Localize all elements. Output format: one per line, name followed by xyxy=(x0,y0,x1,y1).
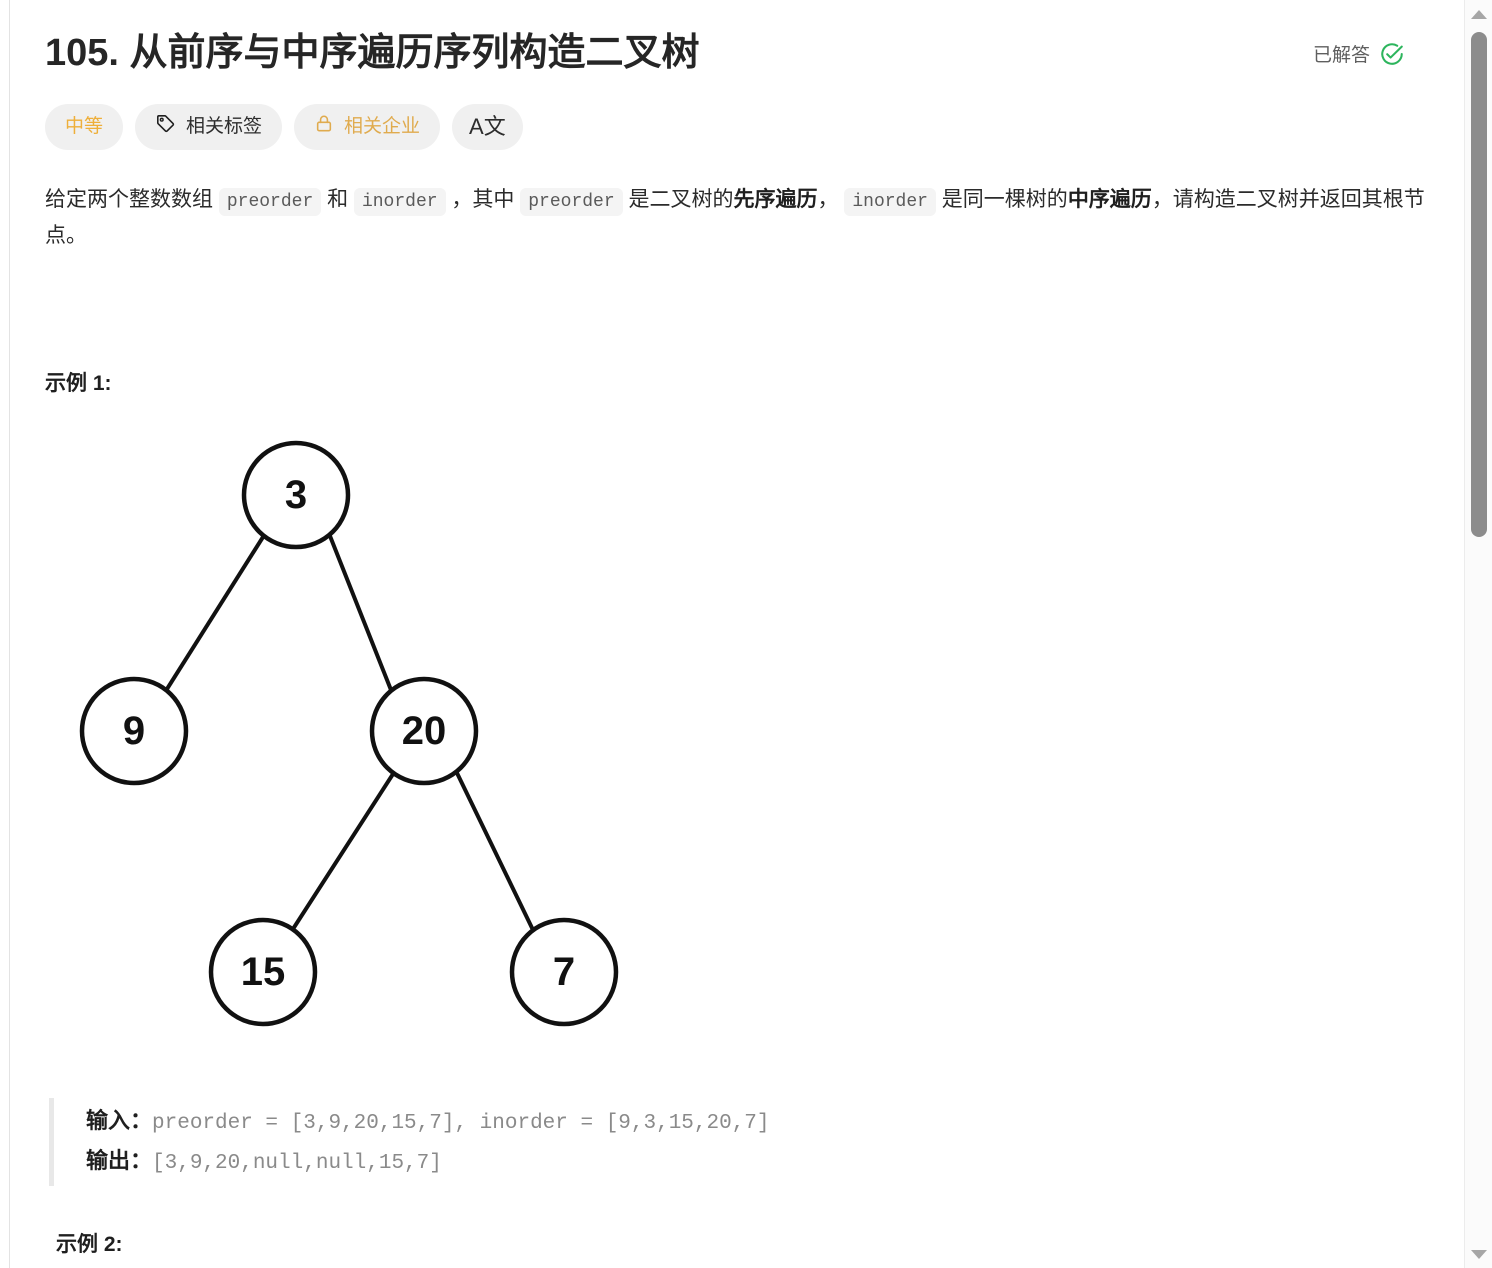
left-divider-rail xyxy=(0,0,10,1268)
scroll-down-arrow-icon[interactable] xyxy=(1465,1242,1492,1266)
scroll-up-arrow-icon[interactable] xyxy=(1465,2,1492,26)
example-1-input-line: 输入：preorder = [3,9,20,15,7], inorder = [… xyxy=(86,1102,770,1142)
example-1-code-block: 输入：preorder = [3,9,20,15,7], inorder = [… xyxy=(49,1098,770,1187)
example-1-heading: 示例 1: xyxy=(45,372,112,395)
desc-seg-5: ， xyxy=(817,187,845,211)
desc-seg-1: 给定两个整数数组 xyxy=(45,187,219,211)
problem-description-text: 给定两个整数数组 preorder 和 inorder ，其中 preorder… xyxy=(45,182,1429,256)
desc-bold-preorder: 先序遍历 xyxy=(733,187,818,211)
example-2-heading: 示例 2: xyxy=(56,1233,123,1256)
desc-seg-3: ，其中 xyxy=(445,187,521,211)
code-preorder-2: preorder xyxy=(520,187,623,216)
binary-tree-diagram: 3 9 20 15 7 xyxy=(45,419,665,1039)
svg-text:7: 7 xyxy=(553,950,575,994)
scrollbar-thumb[interactable] xyxy=(1471,32,1487,537)
vertical-scrollbar[interactable] xyxy=(1464,0,1492,1268)
svg-text:3: 3 xyxy=(285,473,307,517)
related-companies-pill[interactable]: 相关企业 xyxy=(294,103,441,150)
output-key: 输出： xyxy=(86,1148,153,1174)
related-companies-label: 相关企业 xyxy=(344,116,421,137)
page-title: 105. 从前序与中序遍历序列构造二叉树 xyxy=(45,32,700,74)
related-topics-pill[interactable]: 相关标签 xyxy=(135,103,283,150)
related-topics-label: 相关标签 xyxy=(186,116,263,137)
problem-description-panel: 105. 从前序与中序遍历序列构造二叉树 已解答 中等 相关标签 xyxy=(11,0,1463,1268)
desc-seg-4: 是二叉树的 xyxy=(622,187,734,211)
desc-seg-2: 和 xyxy=(321,187,354,211)
title-row: 105. 从前序与中序遍历序列构造二叉树 已解答 xyxy=(45,0,1429,78)
desc-seg-7: ，请构造二叉树并返回其根节点。 xyxy=(45,187,1425,248)
example-1-output-line: 输出：[3,9,20,null,null,15,7] xyxy=(86,1142,770,1182)
input-value: preorder = [3,9,20,15,7], inorder = [9,3… xyxy=(152,1112,770,1135)
translate-icon: A文 xyxy=(469,113,506,139)
svg-text:9: 9 xyxy=(123,709,145,753)
code-inorder-1: inorder xyxy=(353,187,446,216)
svg-text:15: 15 xyxy=(241,950,286,994)
status-badge: 已解答 xyxy=(1313,40,1405,67)
language-toggle-pill[interactable]: A文 xyxy=(452,103,523,150)
tag-icon xyxy=(155,113,176,140)
difficulty-pill[interactable]: 中等 xyxy=(45,103,124,150)
status-label: 已解答 xyxy=(1312,45,1370,67)
output-value: [3,9,20,null,null,15,7] xyxy=(152,1152,442,1176)
difficulty-label: 中等 xyxy=(65,116,104,137)
desc-seg-6: 是同一棵树的 xyxy=(935,187,1068,211)
input-key: 输入： xyxy=(86,1108,153,1133)
code-inorder-2: inorder xyxy=(844,187,936,216)
svg-text:20: 20 xyxy=(402,709,447,753)
code-preorder-1: preorder xyxy=(218,187,322,216)
lock-icon xyxy=(314,113,334,140)
problem-meta-pill-row: 中等 相关标签 相关企业 A文 xyxy=(45,103,1429,150)
desc-bold-inorder: 中序遍历 xyxy=(1067,187,1152,211)
check-circle-icon xyxy=(1379,41,1405,67)
